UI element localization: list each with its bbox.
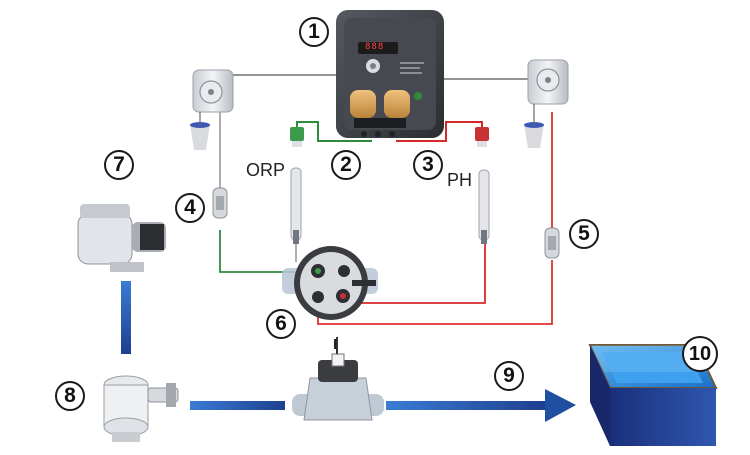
swimming-pool (588, 344, 718, 446)
ph-probe-tube (340, 242, 486, 304)
badge-3: 3 (413, 150, 443, 180)
badge-5: 5 (569, 219, 599, 249)
badge-9: 9 (494, 361, 524, 391)
badge-4: 4 (175, 193, 205, 223)
ph-cable (396, 121, 483, 142)
ph-connector (475, 127, 489, 147)
orp-probe (290, 167, 302, 244)
probe-holder-cell (282, 246, 378, 320)
badge-6: 6 (266, 309, 296, 339)
controller-pump-head-right (384, 90, 410, 118)
injection-valve-5 (544, 227, 560, 259)
badge-8: 8 (55, 381, 85, 411)
badge-1: 1 (299, 17, 329, 47)
flow-arrow-head (545, 389, 576, 422)
controller-display-readout: 888 (365, 42, 385, 52)
sand-filter (103, 375, 179, 442)
pump-to-filter-pipe (121, 281, 131, 354)
pool-pump (77, 204, 166, 272)
valve-handle-label: I (333, 336, 338, 353)
orp-cable (296, 121, 372, 142)
controller-screen (358, 42, 398, 54)
three-way-valve (292, 337, 384, 421)
tubing (219, 74, 553, 325)
orp-label: ORP (246, 160, 286, 180)
right-peristaltic-pump (524, 59, 569, 148)
ph-probe (478, 169, 490, 244)
valve-to-pool-pipe (386, 401, 546, 410)
filter-to-valve-pipe (190, 401, 285, 410)
badge-7: 7 (104, 150, 134, 180)
water-flow (121, 281, 576, 422)
badge-2: 2 (331, 150, 361, 180)
orp-connector (290, 127, 304, 147)
injection-valve-4 (212, 187, 228, 219)
left-peristaltic-pump (190, 69, 234, 150)
controller-unit (336, 10, 444, 138)
badge-10: 10 (682, 336, 718, 372)
controller-pump-head-left (350, 90, 376, 118)
ph-label: PH (447, 170, 473, 190)
